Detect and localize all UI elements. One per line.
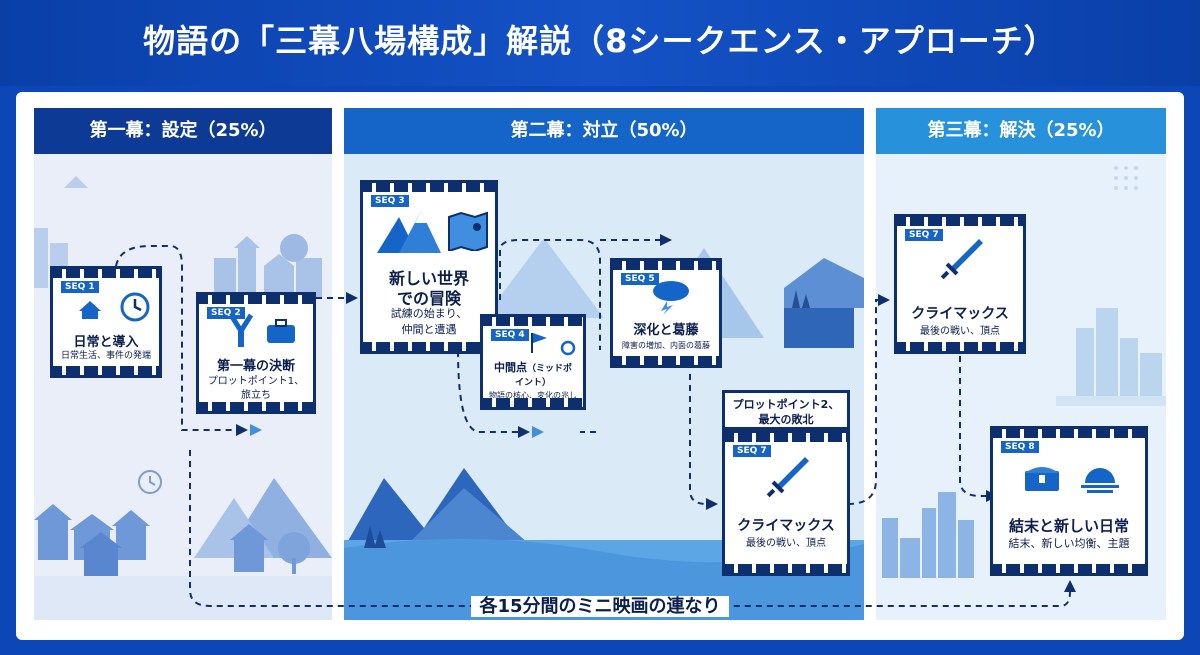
seq-badge: SEQ 7 xyxy=(905,229,943,241)
card-subtitle: 障害の増加、内面の葛藤 xyxy=(622,341,710,350)
card-subtitle: 試練の始まり、 xyxy=(390,307,468,320)
fork-road-icon xyxy=(228,313,254,347)
card-subtitle: 結末、新しい均衡、主題 xyxy=(1008,537,1130,550)
card-seq-7-climax-act2: SEQ 7 クライマックス 最後の戦い、頂点 xyxy=(722,430,850,576)
midpoint-note: （ミッドポ xyxy=(526,364,572,374)
card-subtitle: 最後の戦い、頂点 xyxy=(746,538,826,549)
map-icon xyxy=(448,211,488,251)
card-title: 日常と導入 xyxy=(73,335,139,350)
house-icon xyxy=(79,301,101,319)
card-subtitle: 最後の戦い、頂点 xyxy=(920,326,1000,337)
card-seq-4: SEQ 4 中間点（ミッドポ イント） 物語の核心、変化の兆し xyxy=(480,314,586,410)
act-3-header: 第三幕：解決（25%） xyxy=(876,108,1166,154)
act-2-header: 第二幕：対立（50%） xyxy=(344,108,864,154)
midpoint-note-2: イント） xyxy=(514,378,551,388)
sword-icon xyxy=(940,239,983,280)
card-seq-1: SEQ 1 日常と導入 日常生活、事件の発端 xyxy=(50,266,162,378)
card-seq-2: SEQ 2 第一幕の決断 プロットポイント1、 旅立ち xyxy=(196,292,316,414)
card-title: クライマックス xyxy=(911,306,1009,322)
title-bar: 物語の「三幕八場構成」解説（8シークエンス・アプローチ） xyxy=(0,0,1200,86)
seq-badge: SEQ 5 xyxy=(621,273,659,285)
cycle-arrows-icon xyxy=(560,340,576,356)
seq-badge: SEQ 2 xyxy=(207,307,245,319)
card-subtitle-2: 仲間と遭遇 xyxy=(401,323,457,336)
footer-label-text: 各15分間のミニ映画の連なり xyxy=(471,596,729,617)
card-seq-3: SEQ 3 新しい世界 での冒険 試練の始まり、 仲間と遭遇 xyxy=(360,180,498,354)
card-seq-5: SEQ 5 深化と葛藤 障害の増加、内面の葛藤 xyxy=(610,258,722,368)
midpoint-title: 中間点 xyxy=(493,361,527,374)
flag-icon xyxy=(531,333,547,353)
card-subtitle: プロットポイント1、 xyxy=(207,376,305,387)
card-title: 深化と葛藤 xyxy=(633,323,699,338)
seq-badge: SEQ 4 xyxy=(491,329,529,341)
sunrise-icon xyxy=(1081,468,1119,493)
card-title: 結末と新しい日常 xyxy=(1008,517,1129,535)
seq-badge: SEQ 8 xyxy=(1001,441,1039,453)
footer-label: 各15分間のミニ映画の連なり xyxy=(0,592,1200,618)
plot-point-2-line-1: プロットポイント2、 xyxy=(732,398,840,411)
plot-point-2-note: プロットポイント2、 最大の敗北 xyxy=(722,390,850,430)
page-title: 物語の「三幕八場構成」解説（8シークエンス・アプローチ） xyxy=(143,22,1057,60)
seq-badge: SEQ 1 xyxy=(61,281,99,293)
card-title: 第一幕の決断 xyxy=(216,359,295,374)
mountain-icon xyxy=(377,211,441,253)
card-subtitle: 日常生活、事件の発端 xyxy=(60,351,151,361)
card-seq-7-climax-act3: SEQ 7 クライマックス 最後の戦い、頂点 xyxy=(894,214,1026,354)
act-1-header: 第一幕：設定（25%） xyxy=(34,108,332,154)
seq-badge: SEQ 7 xyxy=(733,445,771,457)
card-title: 中間点（ミッドポ xyxy=(483,361,583,376)
suitcase-icon xyxy=(267,319,295,343)
act-1-scenery xyxy=(34,176,332,620)
clock-icon xyxy=(120,292,150,322)
card-title: クライマックス xyxy=(737,518,835,534)
seq-badge: SEQ 3 xyxy=(371,195,409,207)
plot-point-2-line-2: 最大の敗北 xyxy=(758,413,814,426)
card-title: 新しい世界 xyxy=(388,269,469,288)
storm-cloud-icon xyxy=(653,281,689,315)
card-title-2: での冒険 xyxy=(396,289,461,308)
sword-icon xyxy=(766,457,809,498)
card-seq-8: SEQ 8 結末と新しい日常 結末、新しい均衡、主題 xyxy=(990,426,1148,576)
treasure-chest-icon xyxy=(1025,467,1059,491)
card-subtitle: 物語の核心、変化の兆し xyxy=(489,391,577,400)
act-3-scenery xyxy=(882,166,1166,578)
card-subtitle-2: 旅立ち xyxy=(241,390,271,401)
